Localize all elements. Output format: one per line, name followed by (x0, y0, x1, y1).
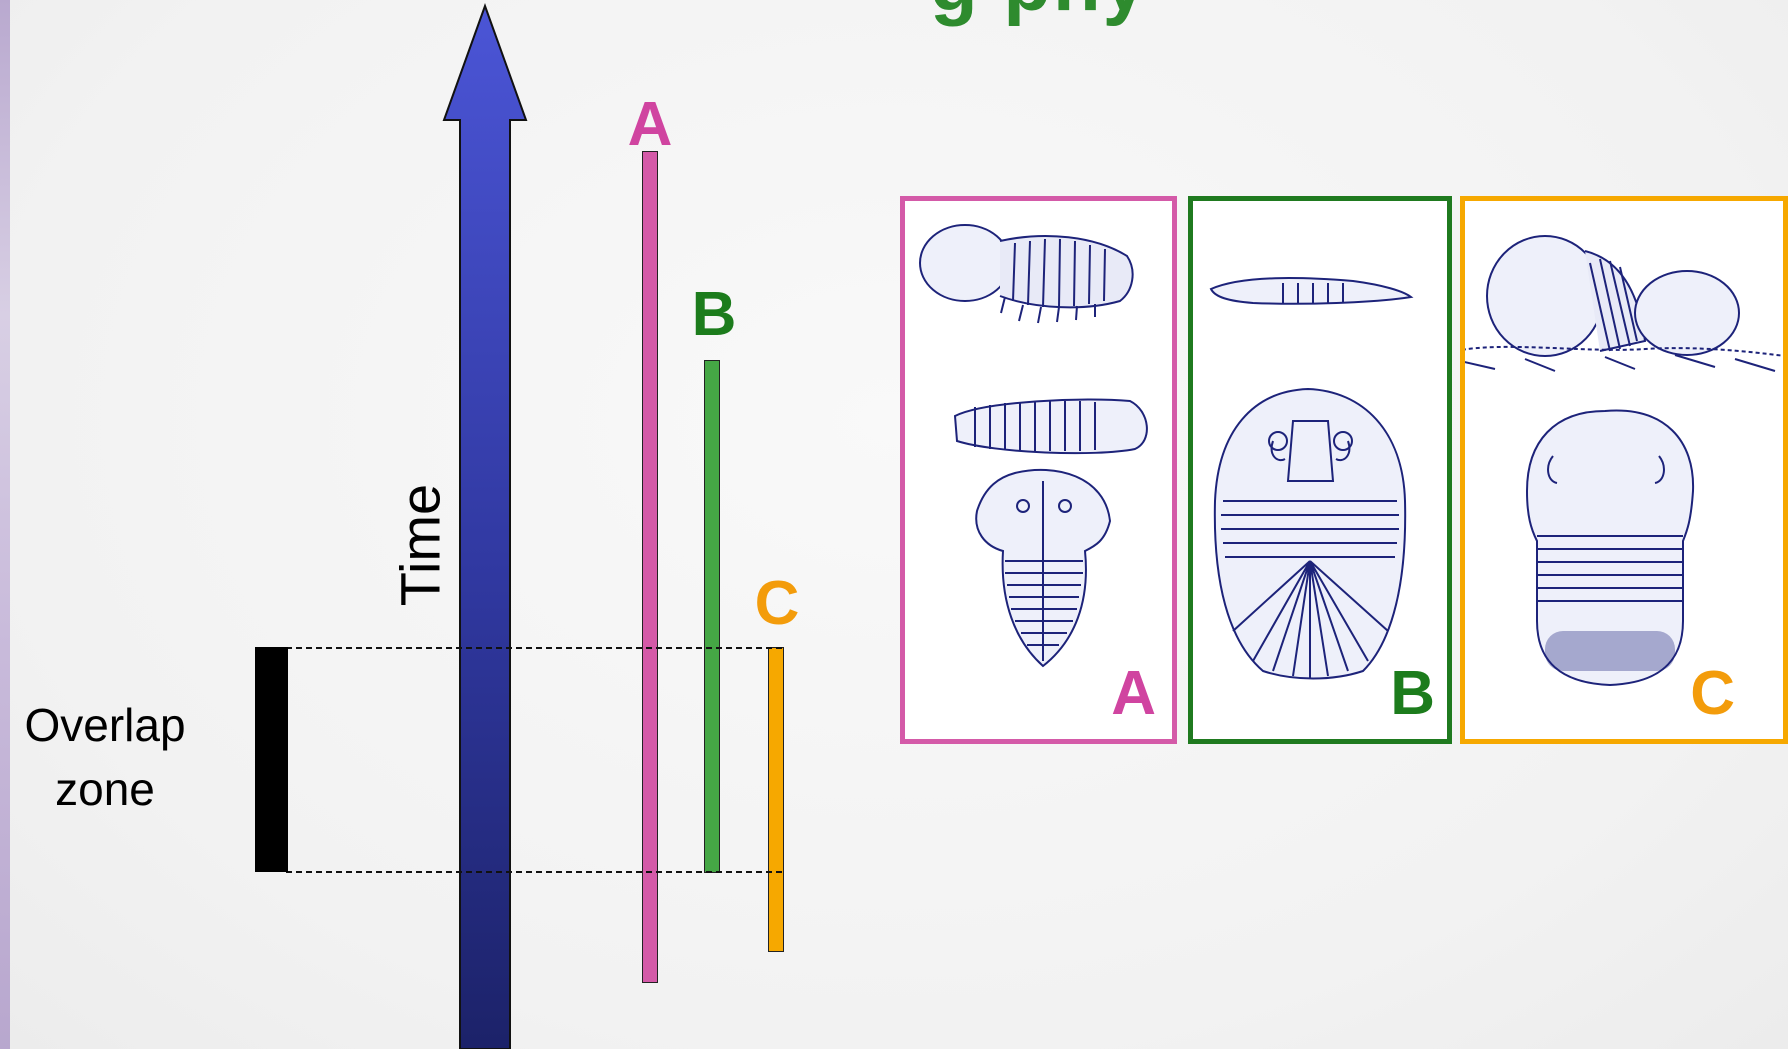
slide-left-border (0, 0, 10, 1049)
range-b-bar (704, 360, 720, 873)
specimen-b-label: B (1390, 663, 1435, 725)
specimen-box-a: A (900, 196, 1177, 744)
overlap-label-line2: zone (5, 757, 205, 821)
trilobite-group-c-icon (1465, 201, 1783, 739)
overlap-bottom-dashed-line (286, 871, 782, 873)
overlap-zone-label: Overlap zone (5, 693, 205, 821)
specimen-c-label: C (1690, 663, 1735, 725)
range-c-label: C (755, 573, 800, 635)
overlap-zone-block (255, 647, 288, 872)
overlap-label-line1: Overlap (5, 693, 205, 757)
specimen-box-c: C (1460, 196, 1788, 744)
time-axis-label: Time (388, 484, 453, 606)
specimen-a-label: A (1111, 663, 1156, 725)
range-a-bar (642, 151, 658, 983)
range-c-bar (768, 647, 784, 952)
range-b-label: B (692, 284, 737, 346)
overlap-top-dashed-line (286, 647, 782, 649)
slide-title-fragment: g phy (930, 0, 1148, 29)
range-a-label: A (628, 94, 673, 156)
specimen-box-b: B (1188, 196, 1452, 744)
time-arrow-icon (440, 0, 530, 1049)
